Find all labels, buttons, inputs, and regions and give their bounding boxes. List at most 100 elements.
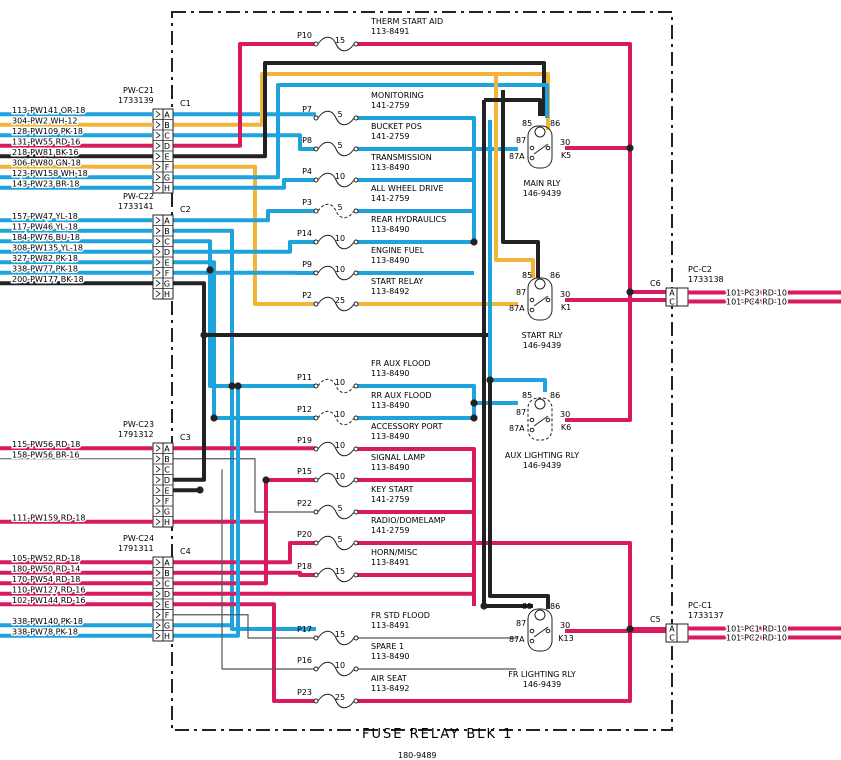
fuse-part: 113-8490: [371, 652, 410, 661]
relay-terminal: [545, 628, 551, 634]
fuse-terminal: [313, 177, 319, 183]
pin-label: C: [669, 298, 675, 307]
wire-label: 338-PW77 PK-18: [12, 264, 78, 273]
wire-label: 304-PW2 WH-12: [12, 116, 78, 125]
pin-label: C: [164, 465, 170, 474]
wire: [173, 570, 316, 577]
pin-chevron: [155, 163, 161, 171]
connector-id: C3: [180, 433, 191, 442]
junction-dot: [626, 288, 634, 296]
relay-terminal: [529, 297, 535, 303]
fuse-part: 141-2759: [371, 101, 410, 110]
fuse-rating: 5: [337, 110, 342, 119]
fuse-part: 141-2759: [371, 526, 410, 535]
relay-coil: [534, 126, 546, 138]
relay-contact: [533, 143, 549, 155]
wire-label: 123-PW158 WH-18: [12, 169, 88, 178]
relay-body: [527, 608, 553, 652]
pin-chevron: [155, 558, 161, 566]
pin-chevron: [155, 110, 161, 118]
fuse-rating: 10: [335, 410, 345, 419]
fuse-id: P20: [297, 530, 312, 539]
fuse-name: TRANSMISSION: [370, 153, 432, 162]
wire: [173, 42, 316, 148]
junction-dot: [196, 486, 204, 494]
junction-dot: [470, 238, 478, 246]
fuse-part: 113-8490: [371, 256, 410, 265]
pin-label: C: [164, 579, 170, 588]
junction-dot: [210, 414, 218, 422]
junction-dot: [234, 382, 242, 390]
pin-chevron: [155, 518, 161, 526]
fuse-rating: 10: [335, 265, 345, 274]
wire: [173, 335, 206, 482]
relay-pin-label: 30: [560, 410, 570, 419]
fuse-element: [317, 661, 355, 677]
pin-label: A: [669, 289, 675, 298]
fuse-part: 113-8490: [371, 225, 410, 234]
pin-chevron: [155, 152, 161, 160]
pin-chevron: [155, 269, 161, 277]
relay-pin-label: 30: [560, 138, 570, 147]
fuse-terminal: [313, 446, 319, 452]
pin-label: G: [164, 279, 170, 288]
pin-chevron: [155, 142, 161, 150]
relay-pin-label: 85: [522, 391, 532, 400]
connector-part: 1791312: [118, 430, 154, 439]
wire-layer: [173, 42, 666, 703]
wire-label: 218-PW81 BK-16: [12, 148, 79, 157]
fuse-terminal: [313, 509, 319, 515]
wire-label: 111-PW159 RD-18: [12, 513, 86, 522]
wire: [484, 98, 542, 116]
wire-label: 158-PW56 BR-16: [12, 450, 79, 459]
fuse-id: P8: [302, 136, 312, 145]
relay-part: 146-9439: [523, 189, 562, 198]
fuse-part: 113-8490: [371, 369, 410, 378]
relay-pin-label: 87: [516, 136, 526, 145]
junction-dot: [470, 414, 478, 422]
relay-name: MAIN RLY: [523, 179, 560, 188]
fuse-terminal: [313, 572, 319, 578]
connector-part: 1733139: [118, 96, 154, 105]
pin-label: E: [164, 152, 169, 161]
fuse-rating: 25: [335, 296, 345, 305]
fuse-element: [317, 296, 355, 312]
fuse-id: P11: [297, 373, 312, 382]
fuse-rating: 10: [335, 378, 345, 387]
fuse-name: SIGNAL LAMP: [371, 453, 425, 462]
relay-coil: [534, 609, 546, 621]
relay-name: START RLY: [521, 331, 562, 340]
relay-coil: [534, 398, 546, 410]
fuse-terminal: [313, 477, 319, 483]
junction-dot: [228, 382, 236, 390]
fuse-id: P17: [297, 625, 312, 634]
wire: [173, 209, 316, 223]
fuse-terminal: [353, 239, 359, 245]
fuse-part: 141-2759: [371, 495, 410, 504]
fuse-id: P12: [297, 405, 312, 414]
wire-label: 101-PC1 RD-10: [726, 625, 787, 634]
relay-terminal: [545, 145, 551, 151]
wire-label: 101-PC3 RD-10: [726, 289, 787, 298]
pin-label: C: [669, 634, 675, 643]
fuse-name: MONITORING: [371, 91, 424, 100]
pin-label: F: [165, 163, 170, 172]
pin-chevron: [155, 173, 161, 181]
pin-chevron: [155, 237, 161, 245]
fuse-name: FR STD FLOOD: [371, 611, 430, 620]
connector-part: 1733137: [688, 611, 724, 620]
pin-label: F: [165, 497, 170, 506]
relay-terminal: [545, 417, 551, 423]
relay-body: [527, 277, 553, 321]
relay-body: [527, 125, 553, 169]
relay-contact: [533, 626, 549, 638]
junction-dot: [200, 331, 208, 339]
pin-label: E: [164, 600, 169, 609]
